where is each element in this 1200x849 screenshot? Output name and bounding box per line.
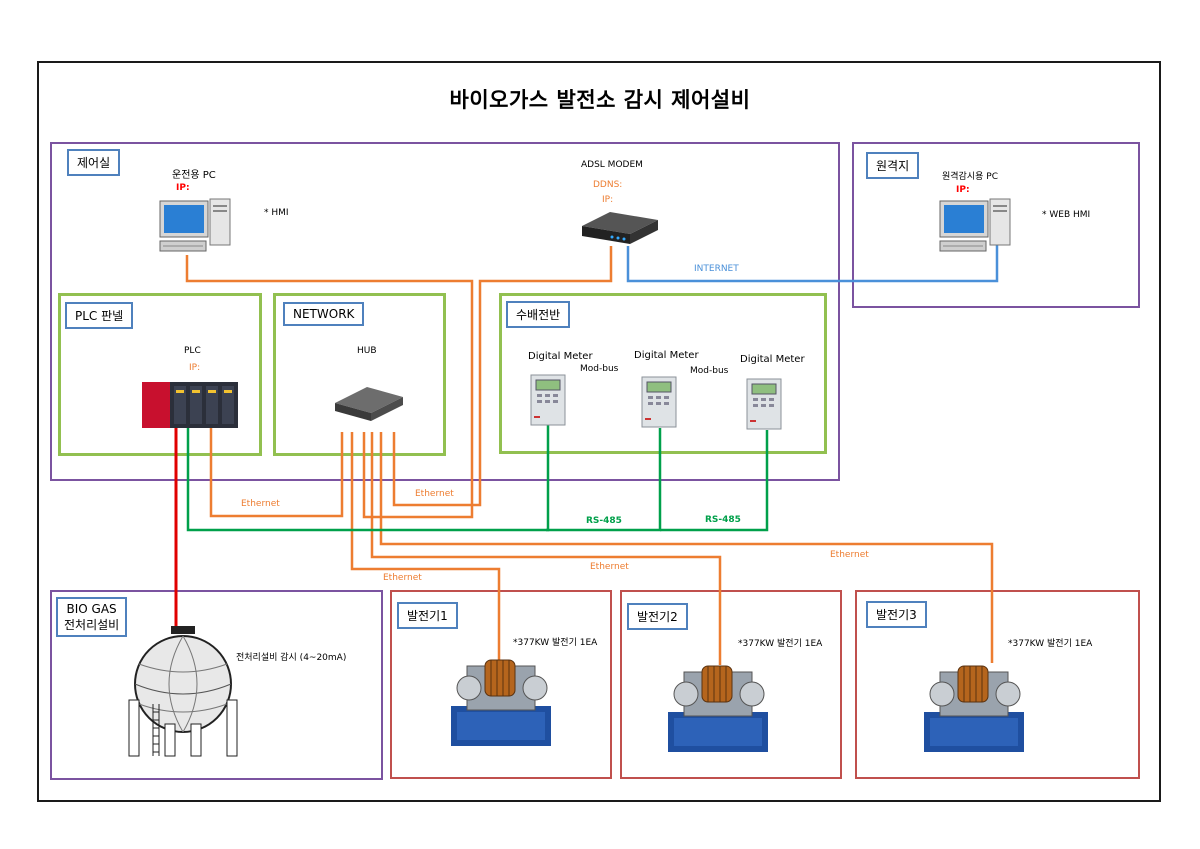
eth-gen1-label: Ethernet: [383, 573, 422, 583]
plc-panel-zone: [58, 293, 262, 456]
gen1-ethernet-line: [350, 432, 501, 660]
remote-pc-ip: IP:: [956, 185, 970, 195]
biogas-label: BIO GAS 전처리설비: [56, 597, 128, 637]
adsl-modem-icon: [582, 212, 658, 244]
eth-plc-label: Ethernet: [241, 499, 280, 509]
generator1-zone: [390, 590, 612, 779]
modbus2-label: Mod-bus: [690, 366, 729, 376]
rs485-label-1: RS-485: [586, 516, 622, 526]
rs485-line-3: [660, 430, 769, 532]
web-hmi-note: * WEB HMI: [1042, 210, 1091, 220]
meter1-icon: [530, 374, 566, 426]
meter2-icon: [641, 376, 677, 428]
eth-modem-label: Ethernet: [415, 489, 454, 499]
switchboard-label: 수배전반: [506, 301, 571, 328]
rs485-line-2: [546, 428, 662, 532]
modem-ethernet-line: [392, 246, 613, 507]
adsl-ddns: DDNS:: [593, 180, 623, 190]
page-title: 바이오가스 발전소 감시 제어설비: [449, 88, 751, 112]
hub-name: HUB: [357, 346, 377, 356]
rs485-line: [186, 425, 550, 532]
generator2-label: 발전기2: [627, 603, 688, 630]
internet-line: [626, 245, 999, 283]
remote-pc-name: 원격감시용 PC: [942, 172, 998, 182]
adsl-ip: IP:: [602, 195, 614, 205]
generator3-label: 발전기3: [866, 601, 927, 628]
generator2-zone: [620, 590, 842, 779]
generator1-desc: *377KW 발전기 1EA: [513, 638, 598, 648]
generator3-icon: [924, 665, 1024, 752]
plc-icon: [142, 382, 238, 428]
internet-label: INTERNET: [694, 264, 739, 274]
generator2-desc: *377KW 발전기 1EA: [738, 639, 823, 649]
hmi-note: * HMI: [264, 208, 289, 218]
meter3-icon: [746, 378, 782, 430]
pc-ethernet-line: [185, 255, 474, 519]
hub-icon: [335, 387, 403, 421]
plc-panel-label: PLC 판넬: [65, 302, 134, 329]
modbus1-label: Mod-bus: [580, 364, 619, 374]
biogas-label-line1: BIO GAS: [66, 602, 117, 616]
network-label: NETWORK: [283, 302, 365, 326]
biogas-zone: [50, 590, 383, 780]
gen3-ethernet-line: [379, 432, 994, 663]
meter1-name: Digital Meter: [528, 351, 593, 362]
remote-site-label: 원격지: [866, 152, 920, 179]
control-room-label: 제어실: [67, 149, 121, 176]
operator-pc-icon: [159, 198, 231, 252]
meter2-name: Digital Meter: [634, 350, 699, 361]
meter3-name: Digital Meter: [740, 354, 805, 365]
eth-gen2-label: Ethernet: [590, 562, 629, 572]
plc-name: PLC: [184, 346, 201, 356]
control-room-zone: [50, 142, 840, 481]
eth-gen3-label: Ethernet: [830, 550, 869, 560]
generator1-label: 발전기1: [397, 602, 458, 629]
operator-pc-name: 운전용 PC: [172, 170, 216, 181]
generator3-zone: [855, 590, 1140, 779]
generator2-icon: [668, 665, 768, 752]
remote-pc-icon: [939, 198, 1011, 252]
biogas-tank-icon: [128, 626, 238, 757]
operator-pc-ip: IP:: [176, 183, 190, 193]
gen2-ethernet-line: [370, 432, 722, 665]
biogas-label-line2: 전처리설비: [64, 618, 120, 632]
network-zone: [273, 293, 446, 456]
diagram-frame: [37, 61, 1161, 802]
biogas-monitor-note: 전처리설비 감시 (4~20mA): [236, 653, 347, 663]
rs485-label-2: RS-485: [705, 515, 741, 525]
remote-site-zone: [852, 142, 1140, 308]
plc-ip: IP:: [189, 363, 201, 373]
adsl-modem-name: ADSL MODEM: [581, 160, 643, 170]
switchboard-zone: [499, 293, 827, 454]
generator3-desc: *377KW 발전기 1EA: [1008, 639, 1093, 649]
plc-ethernet-line: [209, 428, 344, 518]
generator1-icon: [451, 659, 551, 746]
